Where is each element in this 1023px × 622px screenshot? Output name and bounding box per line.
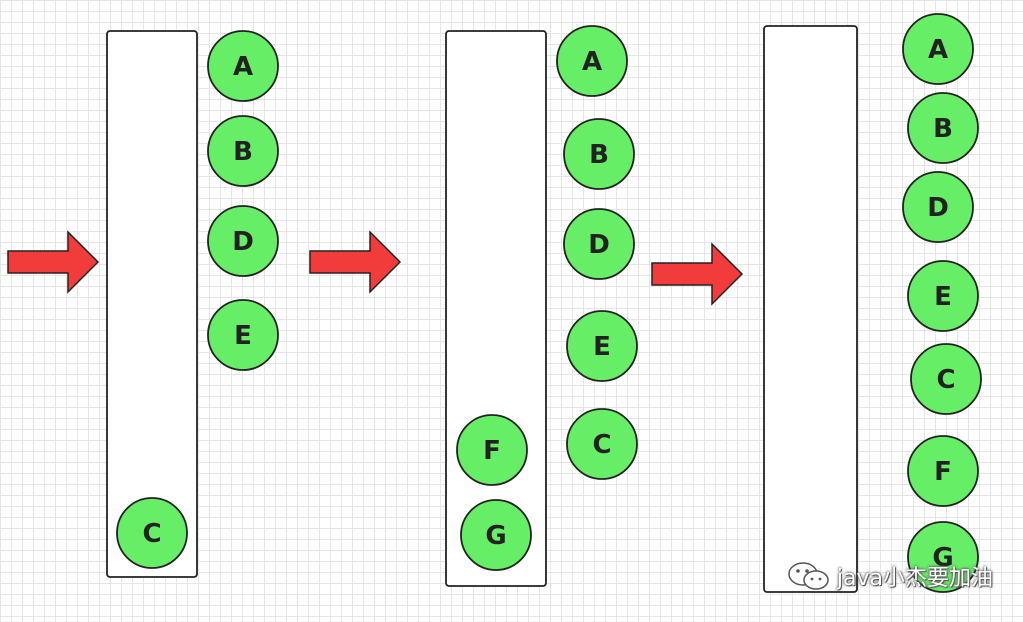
stage2-outside-node-C: C	[566, 408, 638, 480]
node-label: A	[928, 35, 948, 65]
node-label: A	[582, 47, 602, 77]
node-label: C	[142, 519, 161, 549]
node-label: D	[927, 193, 949, 223]
node-circle	[563, 208, 635, 280]
stage1-outside-node-E: E	[207, 299, 279, 371]
stage3-outside-node-A: A	[902, 13, 974, 85]
stage2-outside-node-A: A	[556, 25, 628, 97]
node-circle	[207, 115, 279, 187]
arrow-right-icon-3	[651, 242, 744, 306]
stage3-outside-node-C: C	[910, 343, 982, 415]
stage1-outside-node-B: B	[207, 115, 279, 187]
stage3-outside-node-G: G	[907, 521, 979, 593]
arrow-right-icon-1	[7, 230, 100, 294]
node-circle	[566, 408, 638, 480]
stage2-stack-node-G: G	[460, 499, 532, 571]
node-label: E	[593, 332, 611, 362]
watermark-text: java小杰要加油	[836, 566, 993, 591]
node-label: E	[234, 321, 252, 351]
node-circle	[556, 25, 628, 97]
stage3-outside-node-F: F	[907, 435, 979, 507]
stage3-outside-node-D: D	[902, 171, 974, 243]
node-label: G	[485, 521, 506, 551]
stage3-outside-node-B: B	[907, 92, 979, 164]
stage1-outside-node-A: A	[207, 30, 279, 102]
node-label: F	[483, 436, 501, 466]
stage2-outside-node-B: B	[563, 118, 635, 190]
node-circle	[907, 521, 979, 593]
node-label: B	[589, 140, 609, 170]
node-circle	[907, 260, 979, 332]
node-label: C	[936, 365, 955, 395]
watermark: java小杰要加油	[787, 560, 993, 592]
node-circle	[460, 499, 532, 571]
stage2-outside-node-D: D	[563, 208, 635, 280]
node-label: B	[233, 137, 253, 167]
node-label: F	[934, 457, 952, 487]
node-circle	[907, 435, 979, 507]
node-circle	[207, 205, 279, 277]
node-circle	[207, 30, 279, 102]
node-label: D	[232, 227, 254, 257]
stage2-stack-node-F: F	[456, 414, 528, 486]
node-circle	[456, 414, 528, 486]
node-circle	[207, 299, 279, 371]
arrow-right-icon-2	[309, 230, 402, 294]
node-circle	[563, 118, 635, 190]
node-circle	[116, 497, 188, 569]
node-label: B	[933, 114, 953, 144]
wechat-icon	[788, 562, 829, 590]
node-label: C	[592, 430, 611, 460]
node-circle	[566, 310, 638, 382]
stage2-outside-node-E: E	[566, 310, 638, 382]
node-label: G	[932, 543, 953, 573]
stage3-outside-node-E: E	[907, 260, 979, 332]
node-circle	[902, 171, 974, 243]
node-label: A	[233, 52, 253, 82]
stack-box-1	[106, 30, 198, 578]
node-circle	[902, 13, 974, 85]
node-label: E	[934, 282, 952, 312]
node-label: D	[588, 230, 610, 260]
stage1-outside-node-D: D	[207, 205, 279, 277]
stage1-stack-node-C: C	[116, 497, 188, 569]
node-circle	[910, 343, 982, 415]
stack-box-3	[763, 25, 858, 593]
node-circle	[907, 92, 979, 164]
